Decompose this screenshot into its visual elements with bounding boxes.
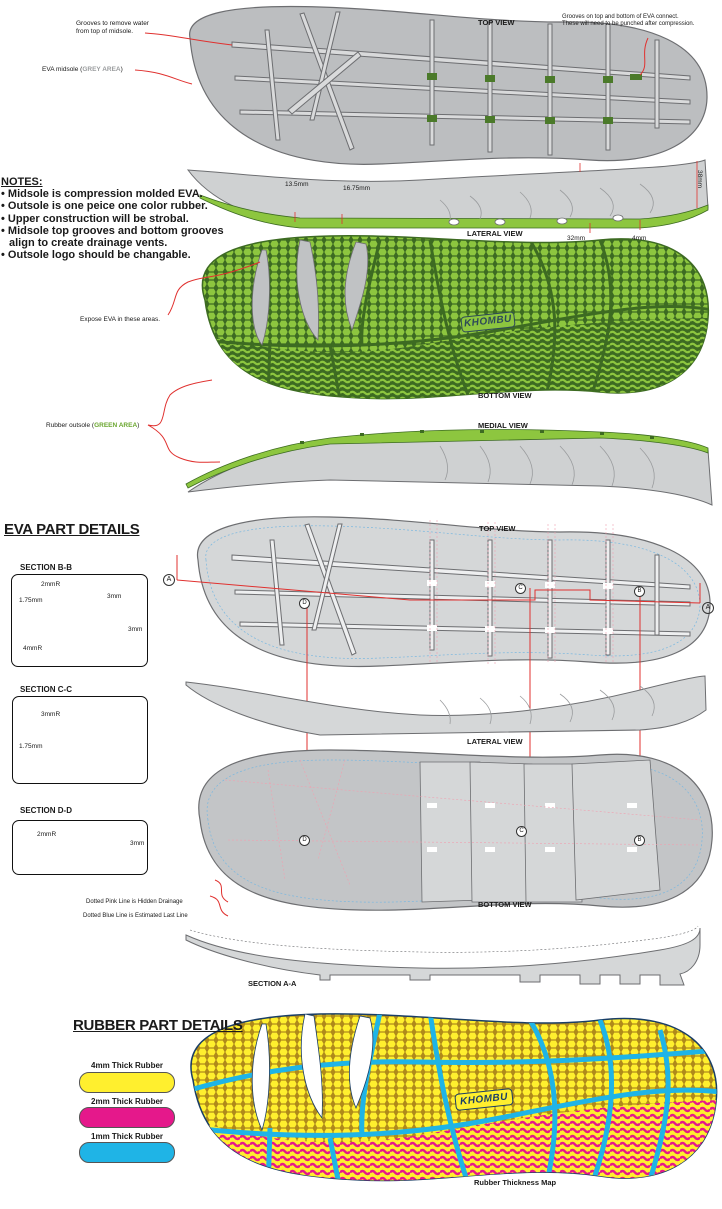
note-item: Outsole logo should be changable. (1, 249, 224, 261)
marker-d-top: D (299, 598, 310, 609)
note-item: Midsole top grooves and bottom grooves a… (1, 225, 224, 249)
marker-c-bottom: C (516, 826, 527, 837)
legend-4mm-swatch (79, 1072, 175, 1093)
dim-32mm: 32mm (567, 235, 586, 242)
eva-lateral-view (185, 675, 707, 736)
eva-midsole-close: ) (120, 66, 123, 73)
bottom-view-outsole (201, 235, 710, 400)
rubber-thickness-map (190, 1013, 718, 1182)
blue-line-note: Dotted Blue Line is Estimated Last Line (83, 913, 188, 919)
legend-4mm-label: 4mm Thick Rubber (91, 1061, 164, 1070)
rubber-outsole-green-text: GREEN AREA (94, 422, 138, 429)
section-dd-r1: 2mmR (37, 831, 57, 838)
annotation-lines-top (134, 32, 649, 85)
section-cc-title: SECTION C-C (20, 685, 72, 694)
eva-part-details-heading: EVA PART DETAILS (4, 521, 140, 538)
lateral-view-label: LATERAL VIEW (467, 229, 523, 238)
dim-13-5mm: 13.5mm (285, 181, 309, 188)
marker-a-right: A (702, 602, 714, 614)
grooves-water-note: Grooves to remove water from top of mids… (76, 20, 149, 35)
section-bb-r1: 2mmR (41, 581, 61, 588)
legend-1mm-swatch (79, 1142, 175, 1163)
section-bb-h1: 3mm (128, 626, 143, 633)
marker-a-left: A (163, 574, 175, 586)
section-dd-w1: 3mm (130, 840, 145, 847)
section-cc-r1: 3mmR (41, 711, 61, 718)
grooves-connect-note: Grooves on top and bottom of EVA connect… (562, 14, 695, 27)
eva-lateral-view-label: LATERAL VIEW (467, 737, 523, 746)
note-item: Outsole is one peice one color rubber. (1, 200, 224, 212)
legend-1mm-label: 1mm Thick Rubber (91, 1132, 164, 1141)
section-dd-title: SECTION D-D (20, 806, 72, 815)
marker-c-top: C (515, 583, 526, 594)
note-item: Upper construction will be strobal. (1, 213, 224, 225)
rubber-outsole-text: Rubber outsole ( (46, 422, 95, 429)
eva-top-view-label: TOP VIEW (479, 524, 516, 533)
section-dd-box (12, 820, 148, 875)
dim-heel-height: 38mm (696, 170, 703, 189)
dim-16-75mm: 16.75mm (343, 185, 371, 192)
section-bb-box (11, 574, 148, 667)
expose-eva-note: Expose EVA in these areas. (80, 316, 161, 323)
section-bb-w1: 3mm (107, 593, 122, 600)
rubber-outsole-close: ) (137, 422, 140, 429)
rubber-map-label: Rubber Thickness Map (474, 1178, 557, 1187)
marker-b-top: B (634, 586, 645, 597)
marker-b-bottom: B (634, 835, 645, 846)
eva-midsole-grey-text: GREY AREA (82, 66, 121, 73)
section-cc-box (12, 696, 148, 784)
notes-block: NOTES: Midsole is compression molded EVA… (1, 176, 224, 261)
eva-bottom-view (198, 749, 713, 911)
eva-midsole-label: EVA midsole (GREY AREA) (42, 66, 123, 74)
pink-line-note: Dotted Pink Line is Hidden Drainage (86, 899, 183, 905)
notes-list: Midsole is compression molded EVA. Outso… (1, 188, 224, 261)
legend-2mm-swatch (79, 1107, 175, 1128)
eva-midsole-text: EVA midsole ( (42, 66, 83, 73)
eva-bottom-view-label: BOTTOM VIEW (478, 900, 532, 909)
bottom-view-label: BOTTOM VIEW (478, 391, 532, 400)
section-cc-t1: 1.75mm (19, 743, 43, 750)
top-view-midsole (189, 5, 708, 165)
rubber-outsole-label: Rubber outsole (GREEN AREA) (46, 422, 139, 430)
notes-title: NOTES: (1, 176, 43, 188)
legend-2mm-label: 2mm Thick Rubber (91, 1097, 164, 1106)
section-bb-title: SECTION B-B (20, 563, 72, 572)
lateral-view-side (186, 159, 709, 233)
section-a-a-label: SECTION A-A (248, 979, 297, 988)
annotation-lines-eva (209, 879, 229, 917)
note-item: Midsole is compression molded EVA. (1, 188, 224, 200)
annotation-lines-mid (147, 261, 261, 463)
top-view-label: TOP VIEW (478, 18, 515, 27)
section-a-a-drawing (185, 925, 701, 986)
dim-4mm: 4mm (632, 235, 647, 242)
section-bb-t1: 1.75mm (19, 597, 43, 604)
medial-view-side (185, 429, 713, 506)
medial-view-label: MEDIAL VIEW (478, 421, 528, 430)
rubber-part-details-heading: RUBBER PART DETAILS (73, 1017, 243, 1034)
section-bb-r2: 4mmR (23, 645, 43, 652)
marker-d-bottom: D (299, 835, 310, 846)
